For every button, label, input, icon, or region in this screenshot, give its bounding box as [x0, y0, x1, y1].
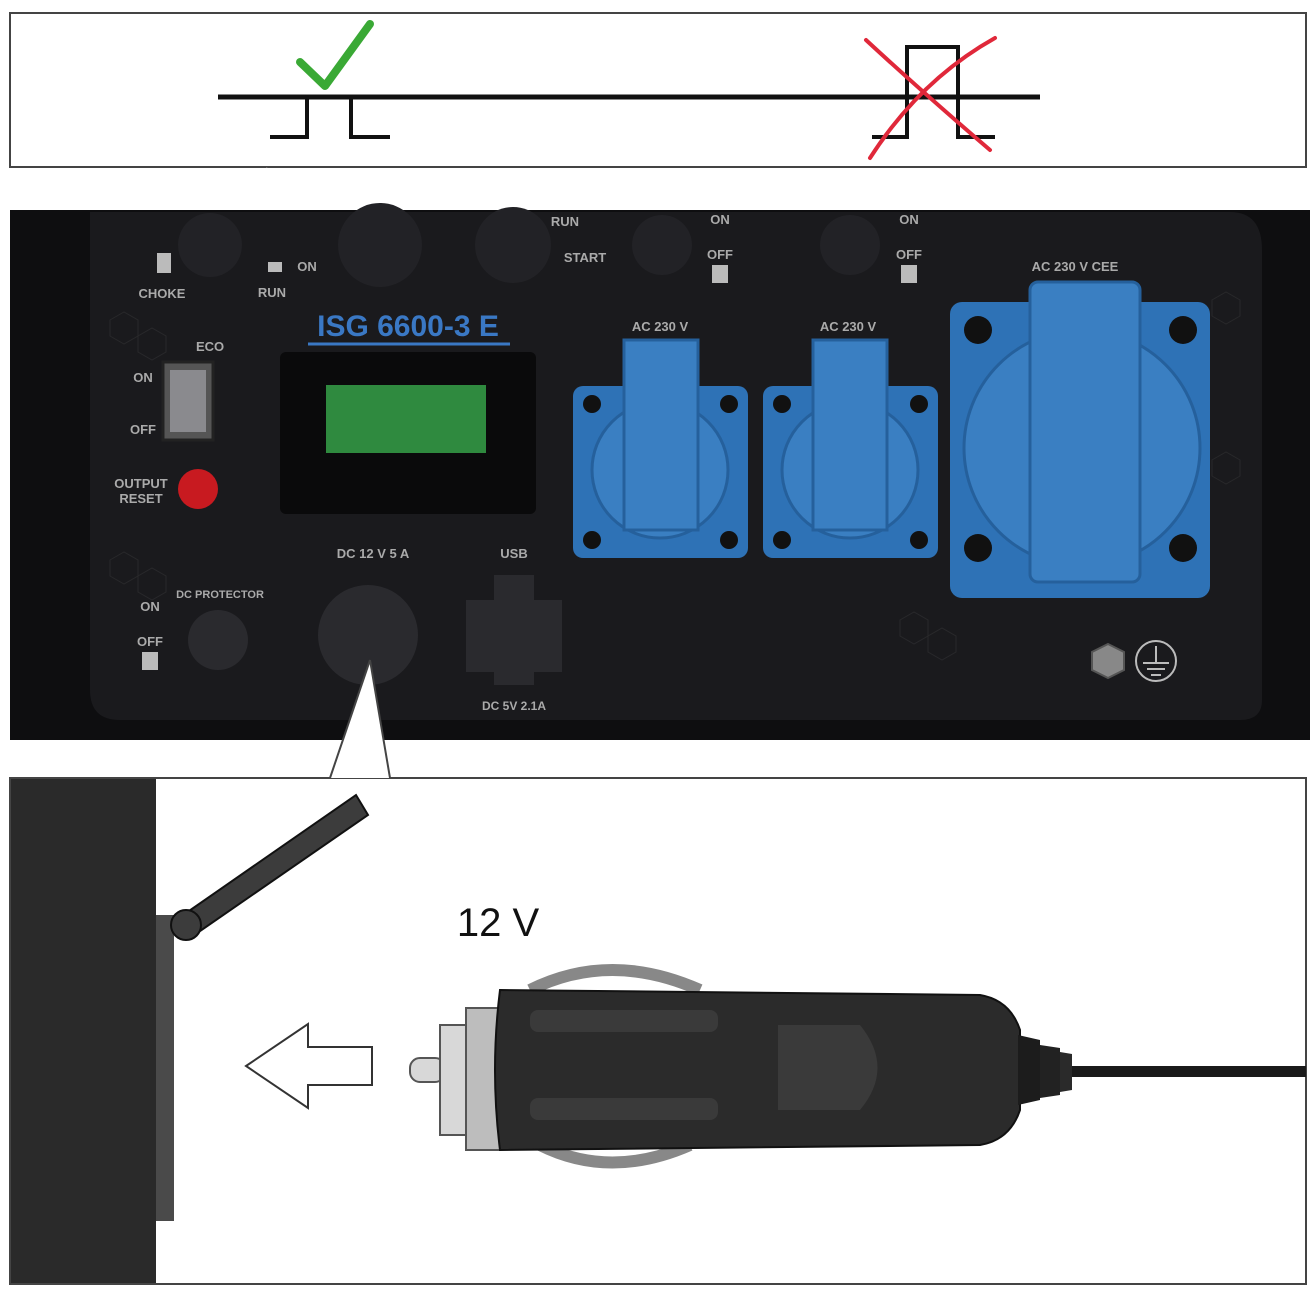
breaker-2-off: OFF	[896, 247, 922, 262]
generator-control-panel: CHOKE ON RUN RUN START ON OFF ON OFF ISG…	[10, 203, 1310, 740]
dc-protector-label: DC PROTECTOR	[176, 589, 264, 601]
eco-on-label: ON	[133, 370, 153, 385]
usb-rating: DC 5V 2.1A	[482, 699, 546, 713]
socket-housing	[11, 779, 156, 1283]
eco-off-label: OFF	[130, 422, 156, 437]
run-start-knob[interactable]	[475, 207, 551, 283]
run-label: RUN	[258, 285, 286, 300]
ac-cee-label: AC 230 V CEE	[1032, 259, 1119, 274]
usb-label: USB	[500, 546, 527, 561]
dc-protector-button[interactable]	[188, 610, 248, 670]
fuel-on-label: ON	[297, 259, 317, 274]
dc-socket-label: DC 12 V 5 A	[337, 546, 410, 561]
eco-label: ECO	[196, 339, 224, 354]
callout-bottom	[329, 659, 391, 779]
ac-cee-socket[interactable]	[950, 280, 1210, 598]
breaker-1-off: OFF	[707, 247, 733, 262]
breaker-2-icon	[901, 265, 917, 283]
choke-icon	[157, 253, 171, 273]
lcd-display	[326, 385, 486, 453]
fuel-on-icon	[268, 262, 282, 272]
ac-socket-1-label: AC 230 V	[632, 319, 689, 334]
socket-cap	[170, 793, 370, 941]
ac-socket-2[interactable]	[763, 338, 938, 558]
start-switch[interactable]	[338, 203, 422, 287]
output-reset-line-1: OUTPUT	[114, 476, 168, 491]
ac-socket-2-label: AC 230 V	[820, 319, 877, 334]
dc-on-label: ON	[140, 599, 160, 614]
ground-nut-icon	[1091, 642, 1125, 680]
model-name: ISG 6600-3 E	[317, 310, 499, 343]
cross-icon	[864, 36, 997, 160]
breaker-2-on: ON	[899, 212, 919, 227]
ground-symbol-icon	[1135, 640, 1177, 682]
breaker-1[interactable]	[632, 215, 692, 275]
breaker-1-on: ON	[710, 212, 730, 227]
ac-socket-1[interactable]	[573, 338, 748, 558]
dc-12v-socket[interactable]	[318, 585, 418, 685]
car-plug-icon	[409, 964, 1306, 1169]
breaker-2[interactable]	[820, 215, 880, 275]
breaker-1-icon	[712, 265, 728, 283]
dc-off-label: OFF	[137, 634, 163, 649]
run-label-2: RUN	[551, 214, 579, 229]
dc-off-icon	[142, 652, 158, 670]
choke-label: CHOKE	[139, 286, 186, 301]
arrow-left-icon	[244, 1022, 373, 1110]
check-icon	[296, 20, 374, 90]
socket-face	[156, 915, 174, 1221]
switch-profile-line	[218, 45, 1040, 139]
output-reset-button[interactable]	[178, 469, 218, 509]
top-detail-panel	[9, 12, 1307, 168]
voltage-label: 12 V	[457, 901, 540, 945]
start-label: START	[564, 250, 606, 265]
output-reset-line-2: RESET	[119, 491, 162, 506]
